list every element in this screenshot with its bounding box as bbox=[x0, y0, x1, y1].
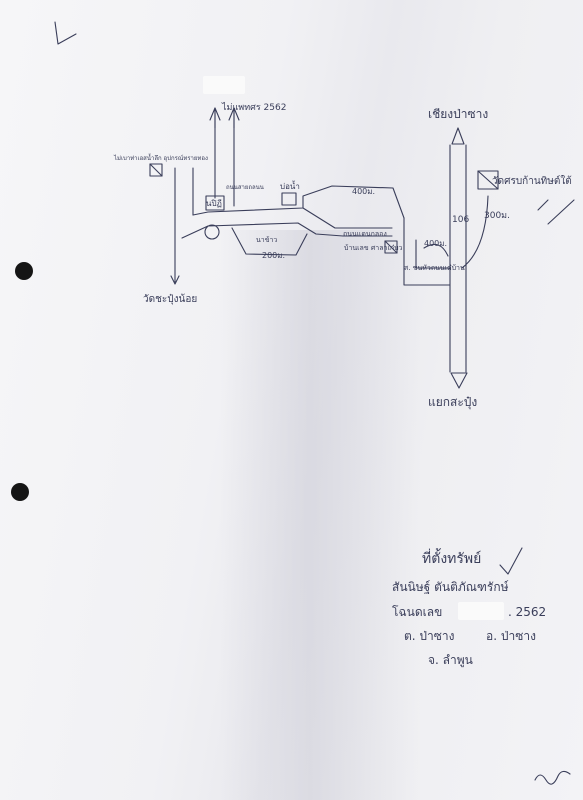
distance-200-label: 200ม. bbox=[262, 251, 285, 260]
left-destination-label: วัดชะปุ๋งน้อย bbox=[143, 293, 197, 305]
distance-400-upper-label: 400ม. bbox=[352, 187, 375, 196]
bottom-destination-label: แยกสะปุ๋ง bbox=[428, 395, 477, 410]
shop-box bbox=[205, 195, 225, 211]
note-district: อ. ป่าซาง bbox=[486, 629, 536, 643]
arrow-to-left-temple bbox=[170, 267, 180, 285]
junction-label: ส. ขนหัวถนนเต๋บ้าน bbox=[404, 264, 465, 272]
road-name-label: ถนนแดนกลอง bbox=[343, 230, 387, 238]
binder-hole-top bbox=[15, 262, 33, 280]
well-box bbox=[281, 192, 297, 206]
top-destination-label: เชียงป่าซาง bbox=[428, 107, 488, 121]
distance-400-lower-label: 400ม. bbox=[424, 239, 447, 248]
date-note-label: ไม่แพทศร 2562 bbox=[221, 102, 286, 113]
redaction-deed-number bbox=[458, 602, 504, 620]
note-deed-prefix: โฉนดเลข bbox=[392, 605, 442, 619]
temple-box bbox=[477, 170, 499, 190]
small-road-label: ถนนสายถลนน bbox=[226, 184, 264, 191]
distance-arrow-300 bbox=[461, 195, 489, 269]
well-label: บ่อน้ำ bbox=[280, 180, 300, 191]
shop-label: นปิฏี bbox=[206, 199, 222, 208]
house-right-label: บ้านเลข ศาลาเก๋บว bbox=[344, 244, 403, 252]
note-owner-name: สันนิษฐ์ ตันติภัณฑรักษ์ bbox=[392, 580, 509, 594]
highway-number-label: 106 bbox=[452, 215, 469, 225]
binder-hole-bottom bbox=[11, 483, 29, 501]
side-scribble bbox=[537, 199, 575, 225]
note-deed-suffix: . 2562 bbox=[508, 605, 546, 619]
signature bbox=[534, 770, 571, 785]
south-arrow bbox=[450, 372, 468, 389]
house-box-right bbox=[384, 240, 398, 254]
north-arrow bbox=[451, 127, 465, 145]
house-left-label: ไม่เบาท่าเอสน้ำลึก อุปกรณ์ทรายทอง bbox=[113, 152, 208, 162]
corner-check-mark bbox=[54, 21, 77, 45]
distance-arrow-400-lower bbox=[423, 243, 449, 257]
note-heading: ที่ตั้งทรัพย์ bbox=[422, 548, 481, 567]
note-province: จ. ลำพูน bbox=[428, 653, 473, 668]
note-subdistrict: ต. ป่าซาง bbox=[404, 629, 455, 643]
redaction-top bbox=[203, 76, 245, 94]
note-check-mark bbox=[499, 547, 523, 575]
distance-300-label: 300ม. bbox=[484, 211, 510, 221]
paper-shadow bbox=[220, 230, 420, 800]
well-circle bbox=[204, 224, 220, 240]
temple-label: วัดศรบก้านทิษต์ใต้ bbox=[492, 175, 572, 187]
house-box-left bbox=[149, 163, 163, 177]
paddy-label: นาข้าว bbox=[256, 236, 277, 244]
road-branch-lower bbox=[302, 207, 393, 229]
paddy-field bbox=[231, 227, 308, 256]
north-arrow-small bbox=[209, 107, 221, 129]
